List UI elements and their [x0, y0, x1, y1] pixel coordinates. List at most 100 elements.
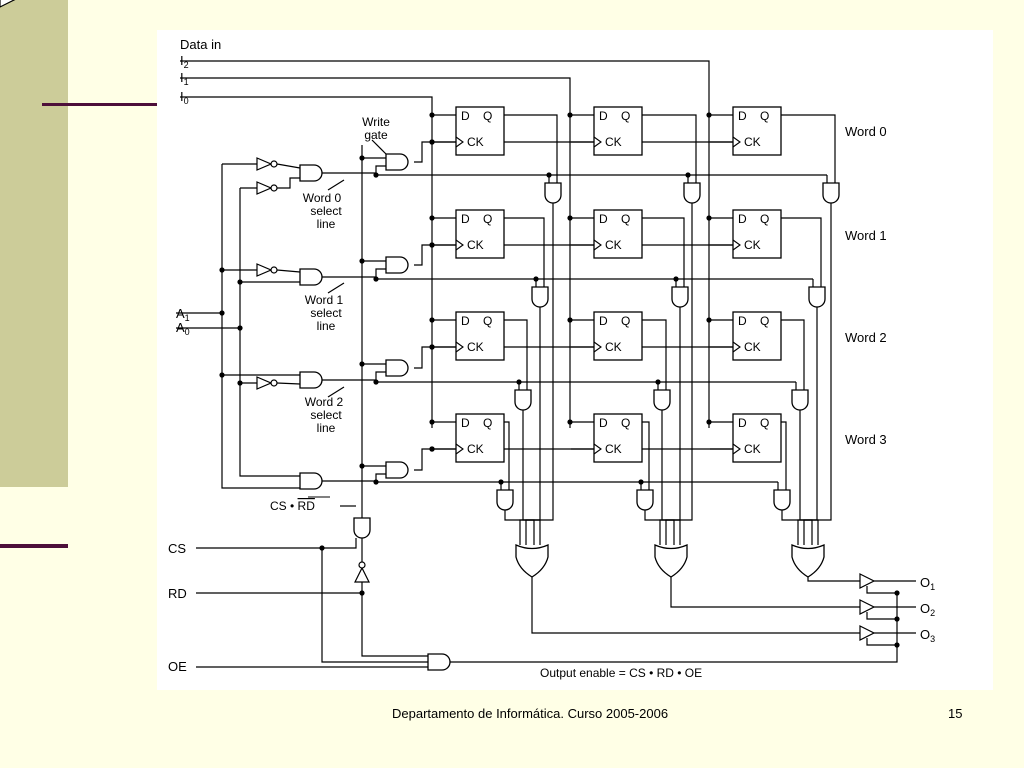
clock-triangle — [593, 443, 602, 455]
ff-ck-label: CK — [744, 238, 761, 252]
q-output-wire — [642, 319, 667, 390]
q-output-wire — [642, 114, 697, 183]
read-output-wire — [665, 307, 681, 545]
ff-d-label: D — [738, 212, 747, 226]
junction-dot — [359, 590, 365, 596]
junction-dot — [319, 545, 325, 551]
junction-dot — [373, 479, 379, 485]
clock-triangle — [593, 239, 602, 251]
ff-d-label: D — [738, 416, 747, 430]
q-output-wire — [781, 319, 805, 390]
ff-ck-label: CK — [605, 238, 622, 252]
junction-dot — [546, 172, 552, 178]
write-clock-line — [414, 244, 733, 266]
junction-dot — [567, 419, 573, 425]
ff-ck-label: CK — [467, 340, 484, 354]
decoder-and-gate — [299, 268, 323, 286]
flip-flop — [455, 106, 505, 156]
q-output-wire — [504, 217, 545, 287]
junction-dot — [429, 317, 435, 323]
output-enable-label: Output enable = CS • RD • OE — [540, 666, 702, 680]
junction-dot — [655, 379, 661, 385]
junction-dot — [237, 325, 243, 331]
read-and-gate — [514, 389, 532, 411]
junction-dot — [373, 172, 379, 178]
read-and-gate — [636, 489, 654, 511]
ff-d-label: D — [461, 212, 470, 226]
cs-rd-and-gate — [353, 517, 371, 539]
select-to-write — [322, 371, 386, 381]
select-arrow — [327, 179, 345, 191]
ff-q-label: Q — [760, 416, 769, 430]
junction-dot — [706, 215, 712, 221]
rd-inverter-bubble — [358, 561, 366, 569]
clock-triangle — [455, 239, 464, 251]
flip-flop — [455, 413, 505, 463]
cs-label: CS — [168, 541, 186, 556]
read-output-wire — [803, 307, 818, 545]
diagram-panel — [157, 30, 993, 690]
write-clock-line — [414, 346, 733, 369]
clock-triangle — [732, 341, 741, 353]
ff-q-label: Q — [483, 109, 492, 123]
inverter — [256, 263, 278, 277]
output-buffer — [859, 625, 875, 641]
clock-triangle — [732, 443, 741, 455]
junction-dot — [429, 215, 435, 221]
output-label-o1: O1 — [920, 575, 935, 592]
junction-dot — [685, 172, 691, 178]
junction-dot — [706, 112, 712, 118]
input-label-i1: I1 — [180, 70, 189, 87]
ff-ck-label: CK — [744, 135, 761, 149]
q-output-wire — [642, 217, 685, 287]
select-arrow — [327, 282, 345, 294]
read-output-wire — [797, 203, 832, 545]
output-label-o2: O2 — [920, 601, 935, 618]
or-to-buffer — [670, 577, 860, 608]
data-line-i1 — [180, 77, 571, 428]
ff-ck-label: CK — [467, 442, 484, 456]
junction-dot — [237, 380, 243, 386]
wire — [277, 177, 300, 189]
write-clock-line — [414, 448, 733, 471]
or-to-buffer — [807, 577, 860, 582]
output-buffer — [859, 573, 875, 589]
flip-flop — [593, 209, 643, 259]
read-output-wire — [659, 203, 693, 545]
ff-ck-label: CK — [744, 340, 761, 354]
ff-ck-label: CK — [605, 442, 622, 456]
buffer-enable-wire — [866, 586, 897, 594]
ff-ck-label: CK — [467, 135, 484, 149]
junction-dot — [359, 361, 365, 367]
junction-dot — [359, 258, 365, 264]
read-output-wire — [799, 410, 813, 545]
flip-flop — [593, 311, 643, 361]
inverter — [256, 376, 278, 390]
flip-flop — [593, 106, 643, 156]
hidden — [0, 0, 15, 8]
junction-dot — [429, 139, 435, 145]
read-and-gate — [791, 389, 809, 411]
junction-dot — [219, 267, 225, 273]
ff-d-label: D — [599, 416, 608, 430]
write-gate-arrow — [371, 139, 387, 155]
junction-dot — [894, 642, 900, 648]
rd-label: RD — [168, 586, 187, 601]
sidebar-band — [0, 0, 68, 487]
junction-dot — [429, 242, 435, 248]
write-and-gate — [385, 256, 409, 274]
clock-triangle — [593, 136, 602, 148]
junction-dot — [359, 155, 365, 161]
ff-d-label: D — [738, 109, 747, 123]
cs-line — [196, 538, 357, 549]
flip-flop — [732, 106, 782, 156]
write-and-gate — [385, 461, 409, 479]
ff-q-label: Q — [760, 314, 769, 328]
read-and-gate — [808, 286, 826, 308]
output-enable-and-gate — [427, 653, 451, 671]
word-3-label: Word 3 — [845, 432, 887, 447]
ff-ck-label: CK — [605, 340, 622, 354]
read-and-gate — [822, 182, 840, 204]
data-in-label: Data in — [180, 37, 221, 52]
